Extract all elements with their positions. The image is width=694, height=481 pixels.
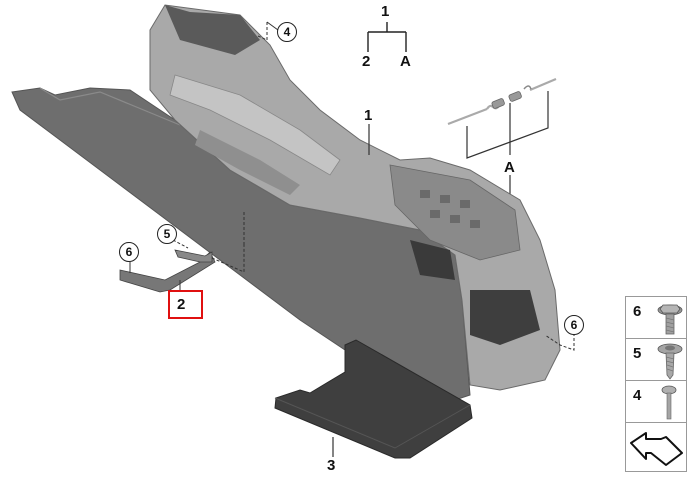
legend-item-5[interactable]: 5 xyxy=(625,338,687,380)
mat-part3 xyxy=(274,339,473,459)
hierarchy-top-label: 1 xyxy=(381,3,390,20)
hierarchy-child-2-label: 2 xyxy=(362,53,371,70)
callout-circle-5: 5 xyxy=(157,224,177,244)
pan-head-screw-icon xyxy=(661,385,677,420)
legend-num: 6 xyxy=(633,303,642,320)
hierarchy-tree xyxy=(367,22,407,52)
callout-part2: 2 xyxy=(177,296,186,313)
callout-circle-4: 4 xyxy=(277,22,297,42)
bracket-leaders xyxy=(129,212,245,273)
callout-circle-6-left: 6 xyxy=(119,242,139,262)
callout-circle-6-right: 6 xyxy=(564,315,584,335)
leader-part6-right xyxy=(544,333,575,351)
direction-arrow-icon xyxy=(630,432,683,466)
callout-part1: 1 xyxy=(364,107,373,124)
hex-flange-bolt-icon xyxy=(657,304,683,335)
legend-num: 5 xyxy=(633,345,642,362)
hierarchy-child-a-label: A xyxy=(400,53,411,70)
callout-part-a: A xyxy=(504,159,515,176)
harness-connectors xyxy=(491,85,532,109)
leader-part4-b xyxy=(266,21,279,31)
legend-item-4[interactable]: 4 xyxy=(625,380,687,422)
legend-item-direction[interactable] xyxy=(625,422,687,472)
callout-part3: 3 xyxy=(327,457,336,474)
leader-part4 xyxy=(257,22,268,41)
legend-num: 4 xyxy=(633,387,642,404)
highlight-box-part2[interactable] xyxy=(168,290,203,319)
washer-screw-icon xyxy=(657,343,683,380)
fastener-legend: 6 5 4 xyxy=(625,296,687,472)
console-frame xyxy=(149,4,561,391)
legend-item-6[interactable]: 6 xyxy=(625,296,687,338)
bracket-part2 xyxy=(119,249,216,293)
